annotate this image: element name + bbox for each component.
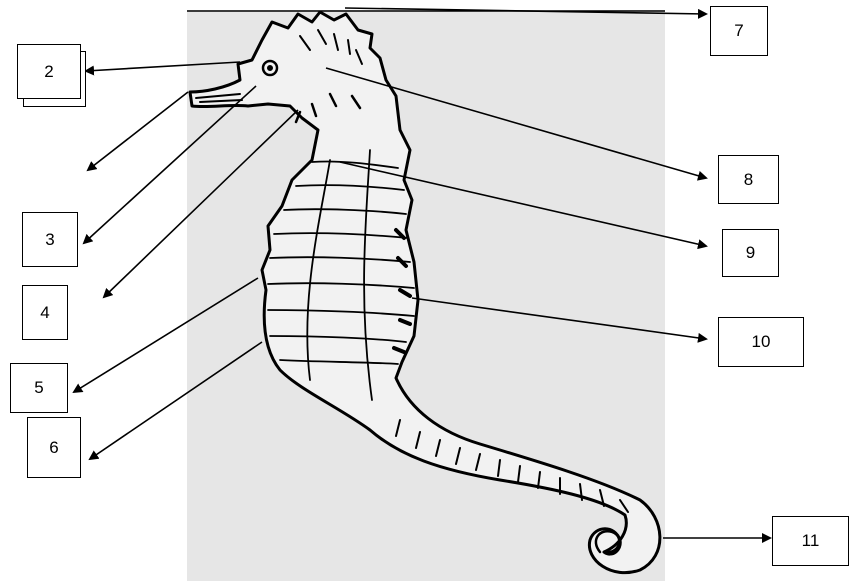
label-6-text: 6 bbox=[49, 438, 58, 458]
leader-line-unlabeled bbox=[88, 92, 188, 170]
label-10: 10 bbox=[718, 317, 804, 367]
label-9-text: 9 bbox=[746, 243, 755, 263]
label-8: 8 bbox=[718, 155, 779, 204]
label-2-text: 2 bbox=[44, 62, 53, 82]
label-7-text: 7 bbox=[734, 21, 743, 41]
label-8-text: 8 bbox=[744, 170, 753, 190]
label-9: 9 bbox=[722, 229, 779, 277]
label-11: 11 bbox=[772, 516, 849, 566]
seahorse-pupil bbox=[268, 66, 273, 71]
label-5: 5 bbox=[10, 363, 68, 413]
label-2: 2 bbox=[17, 44, 81, 99]
label-5-text: 5 bbox=[34, 378, 43, 398]
label-3: 3 bbox=[22, 212, 78, 267]
label-4-text: 4 bbox=[40, 303, 49, 323]
label-10-text: 10 bbox=[752, 332, 771, 352]
label-3-text: 3 bbox=[45, 230, 54, 250]
label-6: 6 bbox=[27, 417, 81, 478]
label-4: 4 bbox=[22, 285, 68, 340]
label-7: 7 bbox=[710, 6, 768, 56]
label-11-text: 11 bbox=[802, 531, 820, 551]
